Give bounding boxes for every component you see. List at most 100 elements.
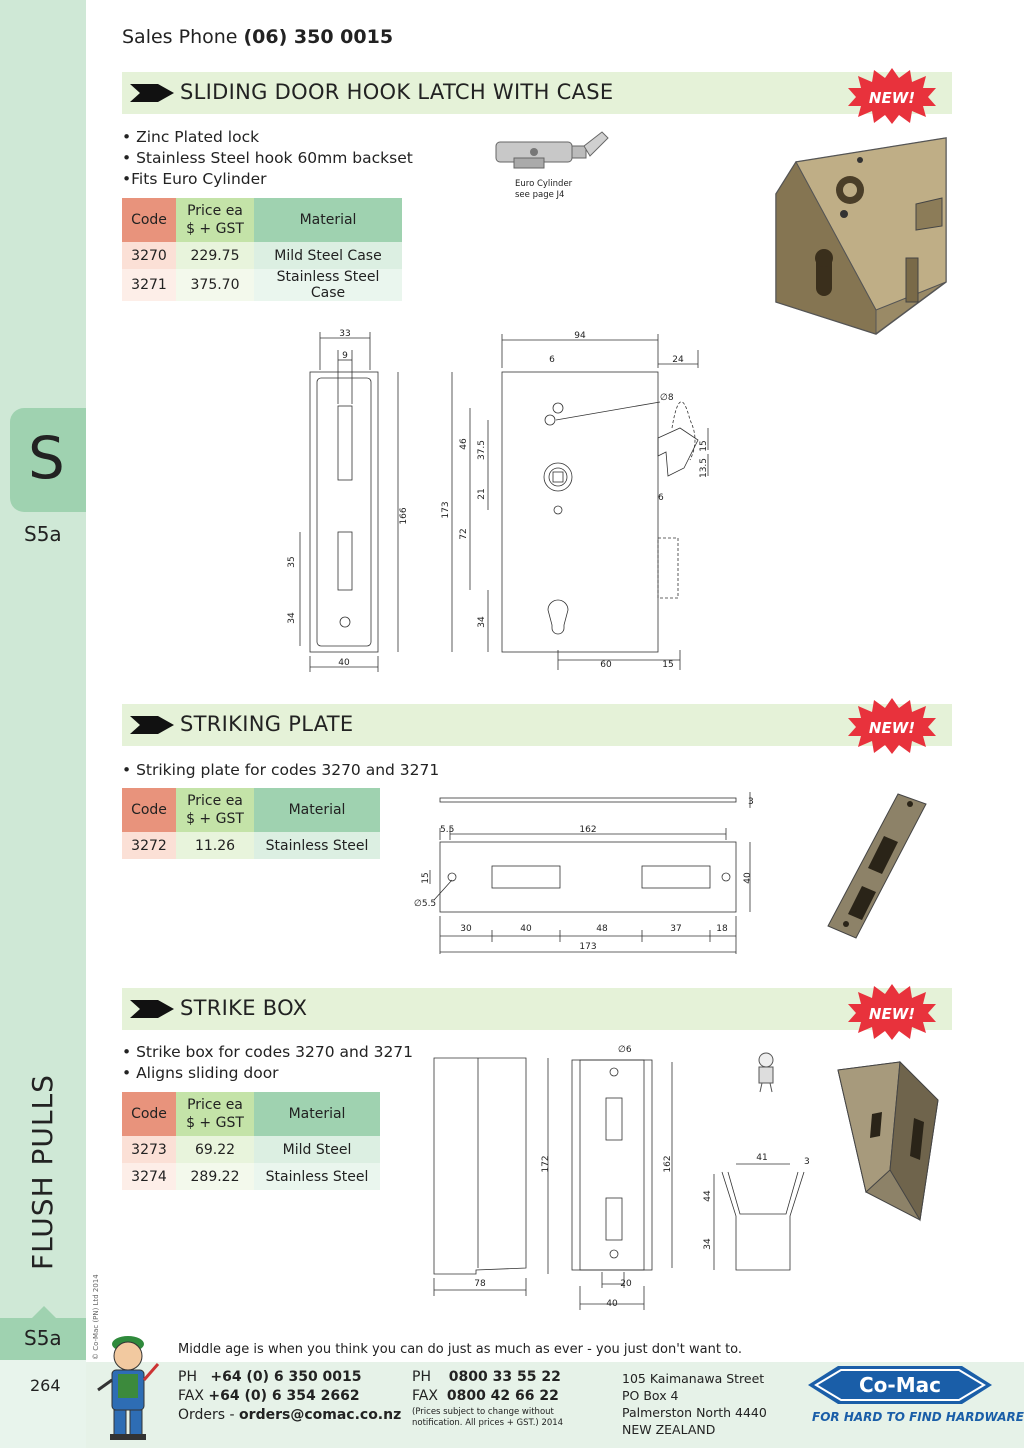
svg-text:46: 46: [459, 438, 469, 450]
svg-text:30: 30: [460, 924, 472, 934]
cylinder-note: Euro Cylinder see page J4: [515, 179, 573, 200]
feature-list: • Zinc Plated lock • Stainless Steel hoo…: [122, 127, 413, 190]
bottom-tab[interactable]: S5a: [0, 1306, 86, 1360]
svg-text:40: 40: [606, 1299, 618, 1309]
svg-text:37: 37: [670, 924, 681, 934]
arrow-icon: [130, 1000, 174, 1018]
svg-text:94: 94: [574, 331, 586, 341]
page-number: 264: [30, 1376, 61, 1395]
table-row[interactable]: 3274 289.22 Stainless Steel: [122, 1163, 380, 1190]
svg-text:172: 172: [541, 1155, 551, 1172]
col-code: Code: [122, 788, 176, 832]
contact-fax: FAX +64 (0) 6 354 2662: [178, 1388, 360, 1404]
bottom-tab-label: S5a: [24, 1326, 62, 1350]
feature-item: • Strike box for codes 3270 and 3271: [122, 1043, 414, 1061]
striking-plate-drawing: 3 5.5 162 15 ∅5.5 40 30 40 48 37 18 173: [414, 792, 754, 954]
section-title: SLIDING DOOR HOOK LATCH WITH CASE: [180, 80, 614, 104]
svg-text:6: 6: [658, 493, 664, 503]
svg-text:162: 162: [663, 1155, 673, 1172]
svg-text:48: 48: [596, 924, 608, 934]
feature-list: • Striking plate for codes 3270 and 3271: [122, 760, 439, 781]
feature-item: • Zinc Plated lock: [122, 128, 260, 146]
svg-text:3: 3: [748, 797, 754, 807]
svg-text:∅8: ∅8: [660, 393, 674, 403]
address: 105 Kaimanawa Street PO Box 4 Palmerston…: [622, 1371, 767, 1437]
freephone: PH 0800 33 55 22: [412, 1369, 561, 1385]
new-badge: NEW!: [848, 698, 936, 754]
feature-item: • Striking plate for codes 3270 and 3271: [122, 761, 440, 779]
col-material: Material: [254, 198, 402, 242]
col-material: Material: [254, 1092, 380, 1136]
svg-text:34: 34: [477, 616, 487, 628]
svg-text:40: 40: [520, 924, 532, 934]
feature-item: • Aligns sliding door: [122, 1064, 279, 1082]
svg-text:18: 18: [716, 924, 728, 934]
svg-text:40: 40: [338, 658, 350, 668]
mascot-small-icon: [758, 1052, 774, 1093]
hook-latch-drawing: 33 9 166 35 34 40 94 6 24 ∅8 46 37.5 173…: [287, 329, 709, 672]
svg-text:173: 173: [579, 942, 596, 952]
svg-text:24: 24: [672, 355, 684, 365]
sales-label: Sales Phone: [122, 26, 238, 48]
svg-text:41: 41: [756, 1153, 767, 1163]
section-tab[interactable]: S: [10, 408, 86, 512]
table-row[interactable]: 3272 11.26 Stainless Steel: [122, 832, 380, 859]
svg-text:5.5: 5.5: [440, 825, 454, 835]
feature-item: • Stainless Steel hook 60mm backset: [122, 149, 413, 167]
svg-text:78: 78: [474, 1279, 486, 1289]
col-price: Price ea$ + GST: [176, 788, 254, 832]
new-badge: NEW!: [848, 68, 936, 124]
svg-text:166: 166: [399, 507, 409, 524]
table-row[interactable]: 3270 229.75 Mild Steel Case: [122, 242, 402, 269]
price-table: Code Price ea$ + GST Material 3272 11.26…: [122, 788, 380, 859]
euro-cylinder-image: [495, 131, 609, 169]
strike-box-drawing: 172 78 ∅6 162 20 40 41 3 44 34: [433, 1045, 810, 1310]
section-header-strike-box: STRIKE BOX: [122, 988, 952, 1030]
svg-text:20: 20: [620, 1279, 632, 1289]
mascot-illustration: [97, 1336, 160, 1440]
new-badge-text: NEW!: [869, 1005, 915, 1023]
svg-text:15: 15: [699, 440, 709, 451]
feature-list: • Strike box for codes 3270 and 3271 • A…: [122, 1042, 413, 1084]
orders-email-link[interactable]: orders@comac.co.nz: [239, 1407, 402, 1423]
arrow-icon: [130, 716, 174, 734]
contact-orders: Orders - orders@comac.co.nz: [178, 1407, 402, 1423]
comac-logo[interactable]: Co-Mac: [808, 1364, 992, 1406]
svg-text:15: 15: [421, 872, 431, 883]
arrow-icon: [130, 84, 174, 102]
svg-text:21: 21: [477, 488, 487, 499]
sidebar: [0, 0, 86, 1448]
svg-text:34: 34: [287, 612, 297, 624]
section-header-striking-plate: STRIKING PLATE: [122, 704, 952, 746]
svg-text:∅6: ∅6: [618, 1045, 632, 1055]
section-tab-letter: S: [28, 424, 65, 492]
section-header-hook-latch: SLIDING DOOR HOOK LATCH WITH CASE: [122, 72, 952, 114]
svg-text:33: 33: [339, 329, 350, 339]
svg-text:162: 162: [579, 825, 596, 835]
svg-text:3: 3: [804, 1157, 810, 1167]
col-code: Code: [122, 198, 176, 242]
hook-latch-photo: [775, 137, 947, 335]
sidebar-section-title: FLUSH PULLS: [26, 1074, 59, 1270]
svg-text:60: 60: [600, 660, 612, 670]
striking-plate-photo: [827, 793, 927, 939]
col-price: Price ea$ + GST: [176, 198, 254, 242]
contact-phone: PH +64 (0) 6 350 0015: [178, 1369, 362, 1385]
svg-text:37.5: 37.5: [477, 440, 487, 460]
svg-text:∅5.5: ∅5.5: [414, 899, 436, 909]
sales-phone: Sales Phone(06) 350 0015: [122, 26, 393, 48]
svg-text:9: 9: [342, 351, 348, 361]
price-note: (Prices subject to change without notifi…: [412, 1407, 564, 1428]
svg-text:44: 44: [703, 1190, 713, 1202]
tagline: FOR HARD TO FIND HARDWARE: [812, 1410, 1024, 1424]
svg-text:13.5: 13.5: [699, 458, 709, 478]
new-badge: NEW!: [848, 984, 936, 1040]
table-row[interactable]: 3271 375.70 Stainless Steel Case: [122, 269, 402, 301]
svg-text:72: 72: [459, 528, 469, 539]
col-code: Code: [122, 1092, 176, 1136]
svg-text:173: 173: [441, 501, 451, 518]
table-row[interactable]: 3273 69.22 Mild Steel: [122, 1136, 380, 1163]
svg-text:40: 40: [743, 872, 753, 884]
col-price: Price ea$ + GST: [176, 1092, 254, 1136]
section-title: STRIKING PLATE: [180, 712, 354, 736]
